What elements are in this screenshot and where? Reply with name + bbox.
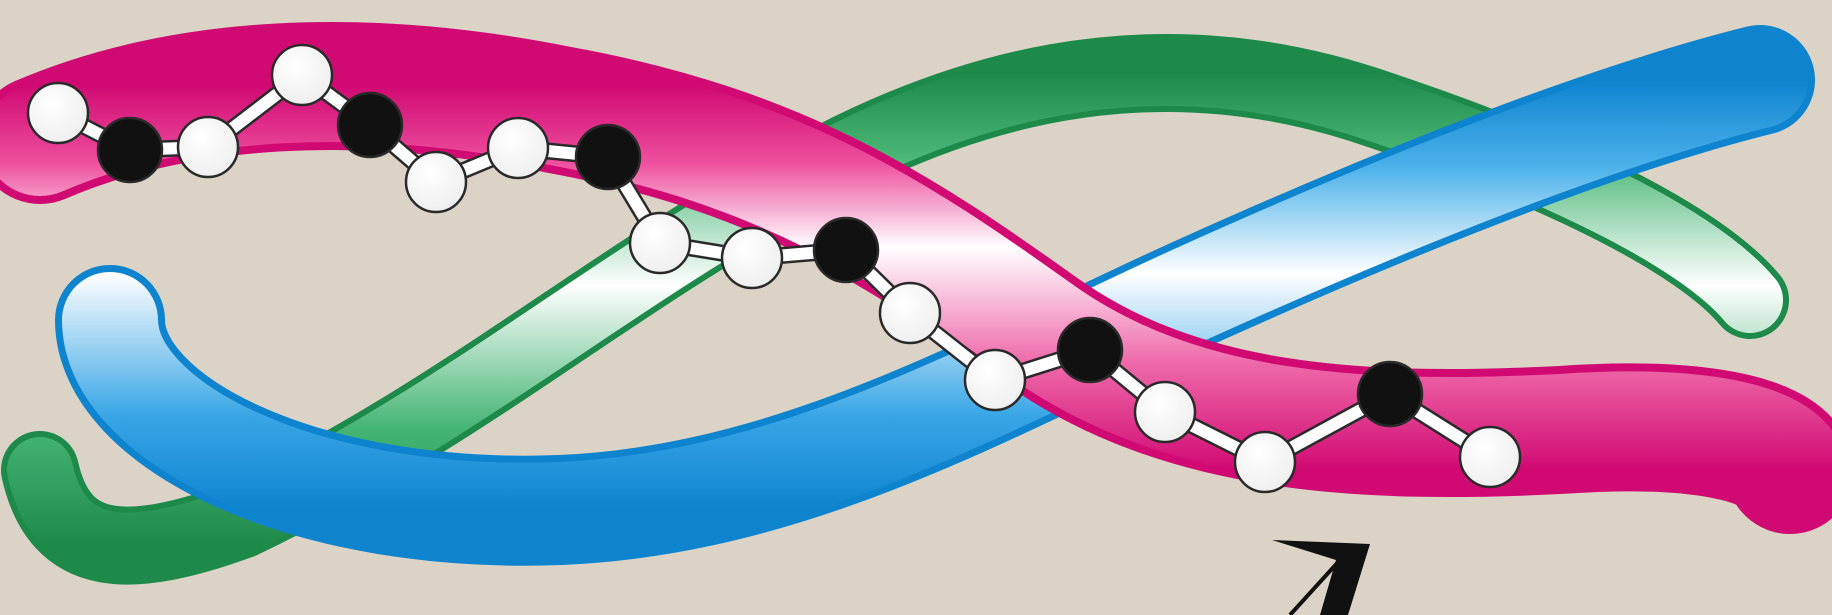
black-atom	[96, 116, 164, 184]
white-atom	[963, 348, 1027, 412]
white-atom	[270, 43, 334, 107]
white-atom	[404, 150, 468, 214]
white-atom	[720, 226, 784, 290]
white-atom	[1233, 430, 1297, 494]
white-atom	[628, 211, 692, 275]
white-atom	[878, 281, 942, 345]
white-atom	[176, 115, 240, 179]
white-atom	[1133, 380, 1197, 444]
white-atom	[1458, 425, 1522, 489]
black-atom	[1356, 360, 1424, 428]
black-atom	[1056, 316, 1124, 384]
black-atom	[812, 216, 880, 284]
molecule-atoms	[26, 43, 1522, 494]
black-atom	[574, 123, 642, 191]
blue-strand	[55, 25, 1815, 566]
magenta-strand	[0, 22, 1832, 534]
black-atom	[336, 91, 404, 159]
white-atom	[486, 116, 550, 180]
white-atom	[26, 81, 90, 145]
arrow-pointer-icon	[1272, 540, 1370, 615]
